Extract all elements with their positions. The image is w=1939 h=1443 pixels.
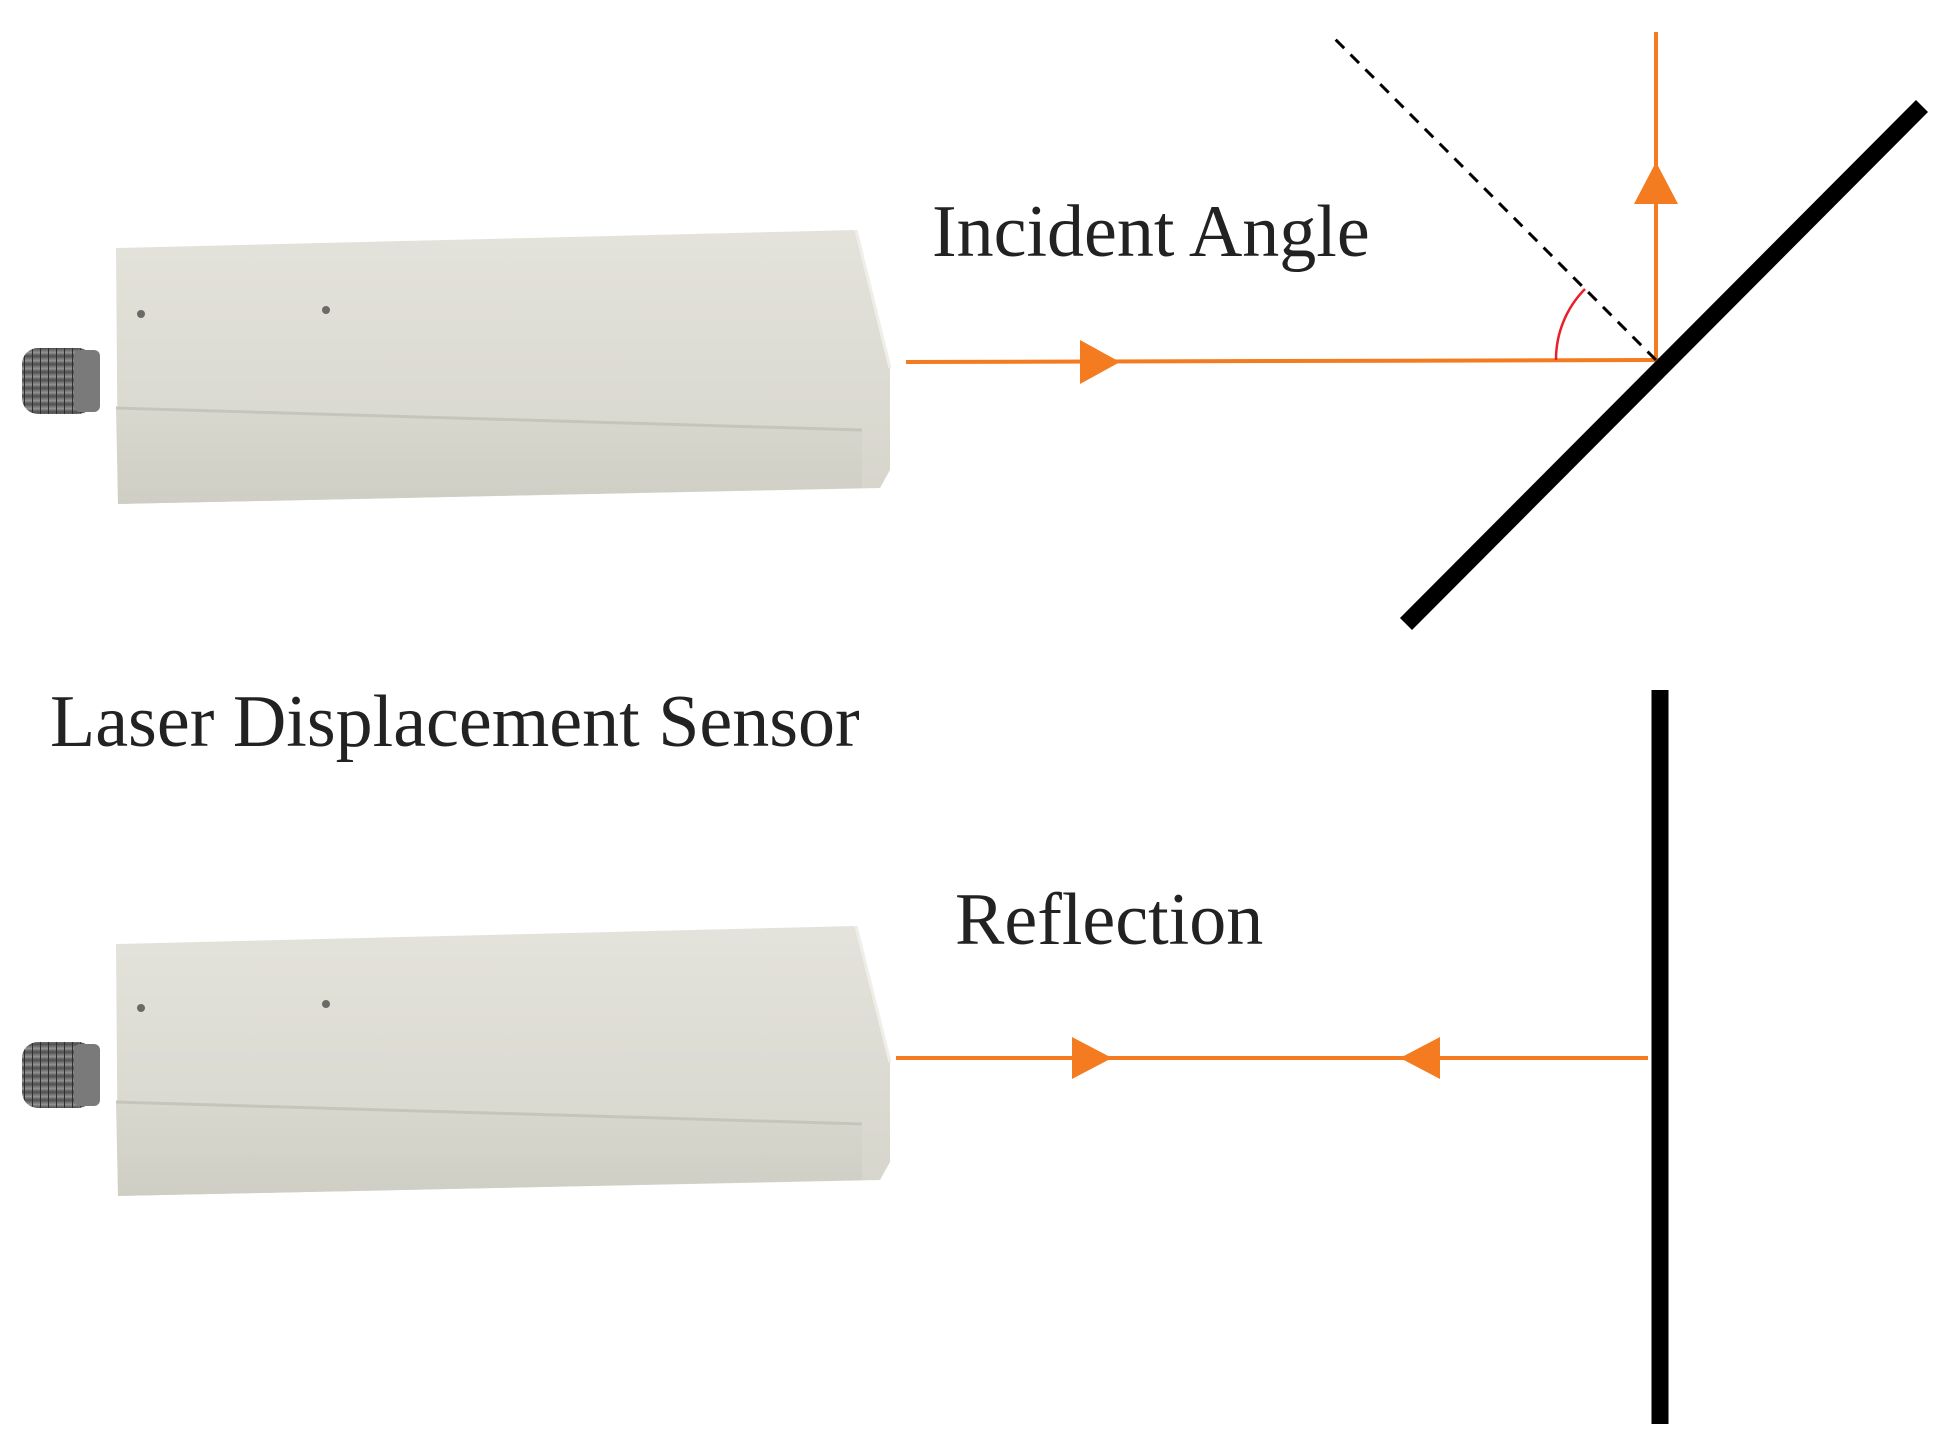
beam-arrow-up-icon [1634, 162, 1678, 204]
bottom-sensor [22, 925, 892, 1196]
incident-angle-arc [1554, 288, 1586, 361]
beam-arrow-right-icon [1080, 340, 1120, 384]
normal-incidence-beam [896, 1037, 1648, 1079]
laser-sensor-icon [115, 229, 892, 504]
laser-sensor-icon [115, 925, 892, 1196]
reflection-label: Reflection [955, 879, 1263, 961]
m12-connector-icon [22, 348, 100, 414]
m12-connector-icon [22, 1042, 100, 1108]
normal-line [1332, 36, 1658, 362]
sensor-label: Laser Displacement Sensor [50, 681, 860, 763]
incident-angle-label: Incident Angle [932, 191, 1370, 273]
beam-arrow-right-icon [1072, 1037, 1112, 1079]
top-sensor [22, 229, 892, 504]
beam-arrow-left-icon [1400, 1037, 1440, 1079]
incident-beam [905, 340, 1663, 384]
reflected-beam [1634, 32, 1678, 362]
tilted-mirror [1399, 100, 1929, 630]
